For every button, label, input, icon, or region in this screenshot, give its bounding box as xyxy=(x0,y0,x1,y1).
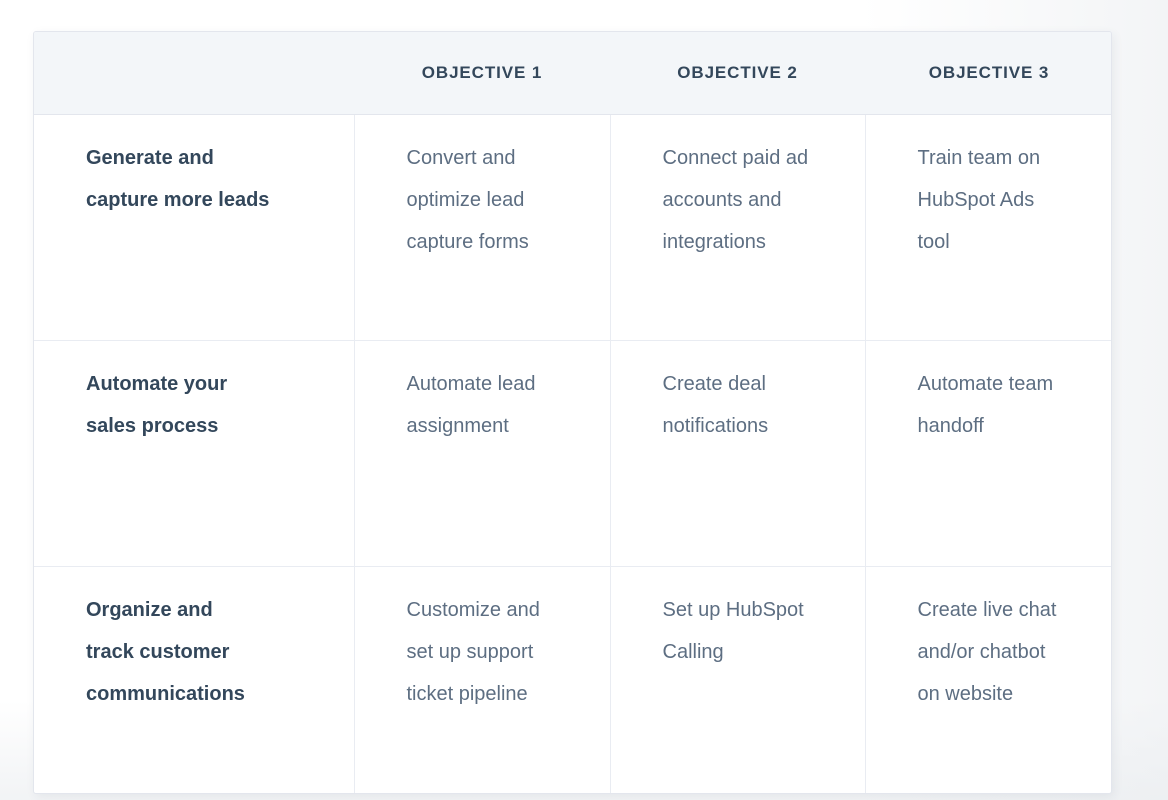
cell-text: Create deal notifications xyxy=(662,373,769,437)
cell-r2-objective-1: Automate lead assignment xyxy=(354,340,611,567)
cell-text: Automate team handoff xyxy=(917,373,1054,437)
column-header-objective-1: OBJECTIVE 1 xyxy=(354,32,610,115)
cell-text: Connect paid ad accounts and integration… xyxy=(662,147,809,253)
table-row: Generate and capture more leads Convert … xyxy=(34,114,1111,341)
header-row: OBJECTIVE 1 OBJECTIVE 2 OBJECTIVE 3 xyxy=(34,32,1111,115)
row-label-text: Organize and track customer communicatio… xyxy=(86,599,245,705)
cell-r1-objective-2: Connect paid ad accounts and integration… xyxy=(610,114,866,341)
row-label-generate-leads: Generate and capture more leads xyxy=(34,114,355,341)
objectives-matrix-card: OBJECTIVE 1 OBJECTIVE 2 OBJECTIVE 3 Gene… xyxy=(33,31,1112,794)
table-body: Generate and capture more leads Convert … xyxy=(34,114,1111,793)
cell-text: Convert and optimize lead capture forms xyxy=(406,147,529,253)
cell-text: Automate lead assignment xyxy=(406,373,536,437)
table-row: Automate your sales process Automate lea… xyxy=(34,340,1111,567)
cell-text: Set up HubSpot Calling xyxy=(662,599,804,663)
cell-text: Customize and set up support ticket pipe… xyxy=(406,599,540,705)
table-header: OBJECTIVE 1 OBJECTIVE 2 OBJECTIVE 3 xyxy=(34,32,1111,115)
column-header-objective-3: OBJECTIVE 3 xyxy=(865,32,1111,115)
cell-r2-objective-2: Create deal notifications xyxy=(610,340,866,567)
table-row: Organize and track customer communicatio… xyxy=(34,566,1111,793)
cell-r3-objective-3: Create live chat and/or chatbot on websi… xyxy=(865,567,1111,793)
row-label-text: Generate and capture more leads xyxy=(86,147,270,211)
cell-r3-objective-2: Set up HubSpot Calling xyxy=(610,566,866,793)
objectives-matrix-table: OBJECTIVE 1 OBJECTIVE 2 OBJECTIVE 3 Gene… xyxy=(34,32,1111,793)
header-corner-cell xyxy=(34,32,354,115)
row-label-automate-sales: Automate your sales process xyxy=(34,340,355,567)
row-label-text: Automate your sales process xyxy=(86,373,228,437)
cell-r3-objective-1: Customize and set up support ticket pipe… xyxy=(354,566,611,793)
cell-r2-objective-3: Automate team handoff xyxy=(865,340,1111,567)
cell-text: Create live chat and/or chatbot on websi… xyxy=(917,599,1057,705)
row-label-organize-communications: Organize and track customer communicatio… xyxy=(34,566,355,793)
cell-r1-objective-3: Train team on HubSpot Ads tool xyxy=(865,114,1111,341)
cell-r1-objective-1: Convert and optimize lead capture forms xyxy=(354,114,611,341)
cell-text: Train team on HubSpot Ads tool xyxy=(917,147,1041,253)
column-header-objective-2: OBJECTIVE 2 xyxy=(610,32,865,115)
